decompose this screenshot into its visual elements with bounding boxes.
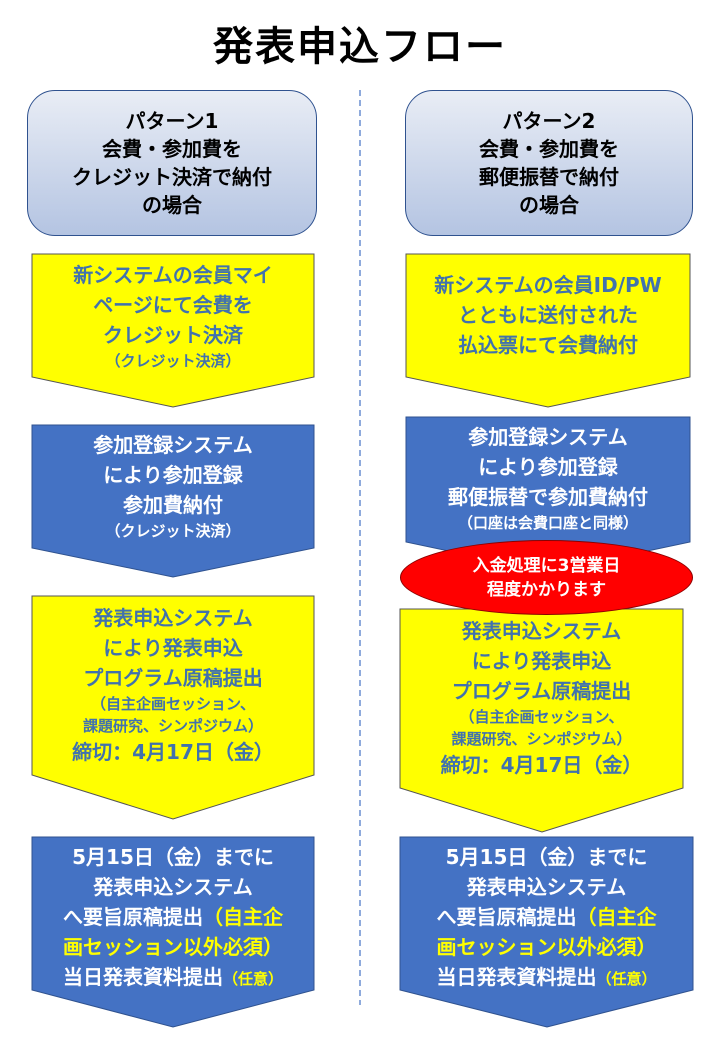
notice-line: 程度かかります <box>487 579 606 600</box>
step-line: 発表申込システム <box>93 875 253 899</box>
header-line: の場合 <box>519 193 579 217</box>
step-note: （クレジット決済） <box>105 352 241 370</box>
step-line: 新システムの会員マイ <box>73 263 273 287</box>
p2-step3-text: 発表申込システム により発表申込 プログラム原稿提出 （自主企画セッション、 課… <box>400 616 683 780</box>
p1-step1-text: 新システムの会員マイ ページにて会費を クレジット決済 （クレジット決済） <box>32 260 314 372</box>
step-line: 参加登録システム <box>93 433 253 457</box>
step-line: 参加登録システム <box>468 425 628 449</box>
highlight-text: （自主企 <box>203 905 283 929</box>
pattern1-header: パターン1 会費・参加費を クレジット決済で納付 の場合 <box>27 90 317 236</box>
highlight-text: 画セッション以外必須） <box>436 935 657 959</box>
step-line: 5月15日（金）までに <box>445 845 648 869</box>
step-line: 発表申込システム <box>93 606 253 630</box>
highlight-text: （自主企 <box>576 905 657 929</box>
p1-step4-text: 5月15日（金）までに 発表申込システム へ要旨原稿提出（自主企 画セッション以… <box>32 842 314 992</box>
step-note: （口座は会費口座と同様） <box>457 514 638 532</box>
step-line: へ要旨原稿提出（自主企 <box>437 902 657 932</box>
header-line: の場合 <box>142 193 202 217</box>
p1-step2-arrow <box>31 424 315 578</box>
header-line: パターン2 <box>502 109 596 133</box>
p2-step3-arrow <box>399 608 684 833</box>
step-note: （自主企画セッション、 <box>90 695 256 713</box>
p1-step1-arrow <box>31 253 315 408</box>
p2-step2-text: 参加登録システム により参加登録 郵便振替で参加費納付 （口座は会費口座と同様） <box>406 422 690 534</box>
step-line: ページにて会費を <box>93 293 253 317</box>
deadline: 締切：4月17日（金） <box>440 753 643 777</box>
step-note: 課題研究、シンポジウム） <box>82 717 263 735</box>
step-line: 当日発表資料提出（任意） <box>63 962 283 992</box>
p1-step3-arrow <box>31 595 315 820</box>
highlight-text: 画セッション以外必須） <box>63 935 283 959</box>
step-line: により発表申込 <box>471 649 612 673</box>
header-line: 郵便振替で納付 <box>479 165 619 189</box>
p1-step4-arrow <box>31 836 315 1028</box>
header-line: パターン1 <box>125 109 219 133</box>
step-line: により参加登録 <box>103 463 243 487</box>
header-line: 会費・参加費を <box>479 137 619 161</box>
step-text: 当日発表資料提出 <box>62 965 223 989</box>
p2-step4-text: 5月15日（金）までに 発表申込システム へ要旨原稿提出（自主企 画セッション以… <box>400 842 693 992</box>
step-line: 参加費納付 <box>123 493 223 517</box>
pattern2-header: パターン2 会費・参加費を 郵便振替で納付 の場合 <box>405 90 693 236</box>
step-line: 発表申込システム <box>466 875 627 899</box>
step-text: 当日発表資料提出 <box>436 965 597 989</box>
step-note: 課題研究、シンポジウム） <box>451 730 632 748</box>
p2-step4-arrow <box>399 836 694 1028</box>
page-title: 発表申込フロー <box>213 24 507 70</box>
highlight-text: （任意） <box>596 970 657 988</box>
p1-step2-text: 参加登録システム により参加登録 参加費納付 （クレジット決済） <box>32 430 314 542</box>
deadline: 締切：4月17日（金） <box>72 740 274 764</box>
step-line: により参加登録 <box>478 455 618 479</box>
p1-step3-text: 発表申込システム により発表申込 プログラム原稿提出 （自主企画セッション、 課… <box>32 603 314 767</box>
p2-step1-arrow <box>405 253 691 408</box>
step-line: 新システムの会員ID/PW <box>434 273 662 297</box>
step-line: プログラム原稿提出 <box>451 679 632 703</box>
p2-step1-text: 新システムの会員ID/PW とともに送付された 払込票にて会費納付 <box>406 270 690 360</box>
notice-line: 入金処理に3営業日 <box>472 555 621 576</box>
payment-notice-badge: 入金処理に3営業日 程度かかります <box>400 540 693 615</box>
step-line: クレジット決済 <box>103 323 243 347</box>
step-line: とともに送付された <box>458 303 638 327</box>
step-line: により発表申込 <box>103 636 243 660</box>
highlight-text: （任意） <box>222 970 283 988</box>
step-line: 当日発表資料提出（任意） <box>436 962 656 992</box>
step-line: 郵便振替で参加費納付 <box>448 485 648 509</box>
header-line: クレジット決済で納付 <box>72 165 272 189</box>
step-line: 払込票にて会費納付 <box>458 333 638 357</box>
header-line: 会費・参加費を <box>102 137 242 161</box>
step-line: 発表申込システム <box>461 619 622 643</box>
step-line: 5月15日（金）までに <box>72 845 274 869</box>
step-note: （自主企画セッション、 <box>459 708 624 726</box>
step-note: （クレジット決済） <box>105 522 241 540</box>
step-line: プログラム原稿提出 <box>83 666 263 690</box>
step-text: へ要旨原稿提出 <box>436 905 577 929</box>
step-line: へ要旨原稿提出（自主企 <box>63 902 283 932</box>
step-text: へ要旨原稿提出 <box>63 905 203 929</box>
